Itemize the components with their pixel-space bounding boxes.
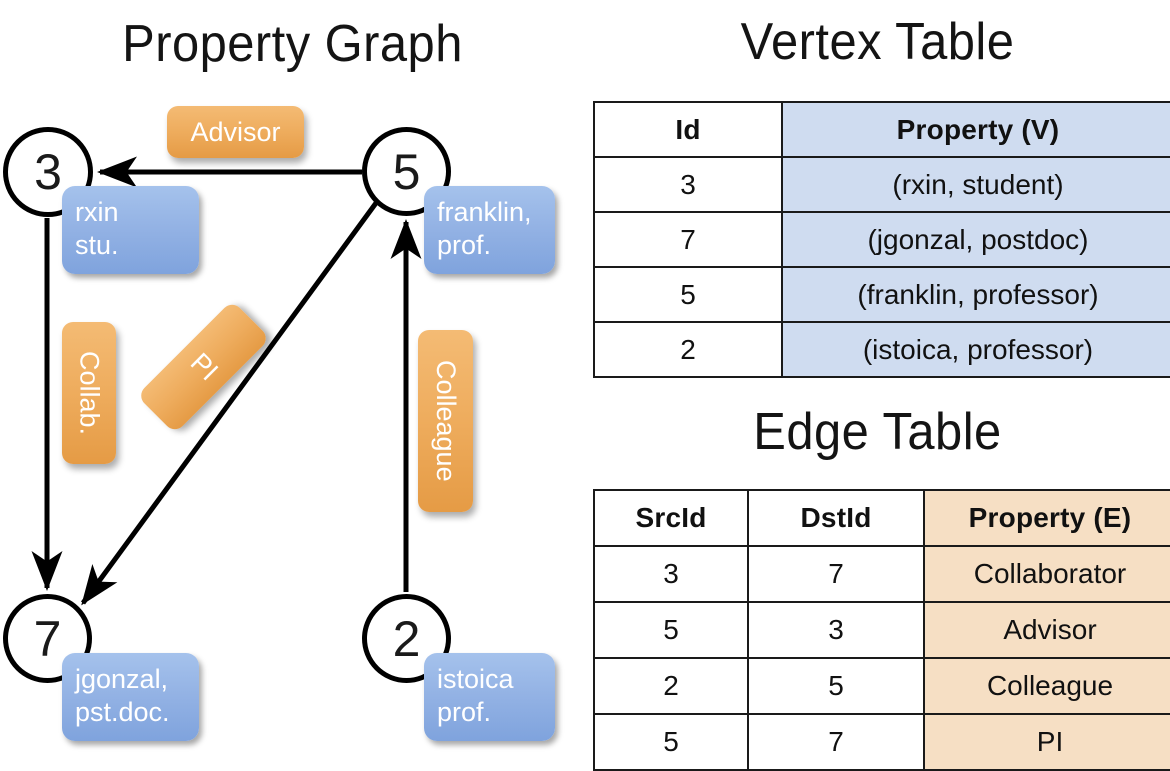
edge-row-2-dstid: 5 <box>747 657 925 715</box>
vertex-table-title: Vertex Table <box>740 13 1015 71</box>
edge-row-2-property: Colleague <box>923 657 1170 715</box>
vertex-row-0-id: 3 <box>593 156 783 213</box>
vertex-row-3-property: (istoica, professor) <box>781 321 1170 378</box>
edge-row-3-property: PI <box>923 713 1170 771</box>
vertex-row-1-id: 7 <box>593 211 783 268</box>
edge-table-title: Edge Table <box>753 403 1002 461</box>
edge-label-advisor: Advisor <box>167 106 304 158</box>
edge-table-header-row: SrcId DstId Property (E) <box>593 489 1170 547</box>
edge-table-col-dstid: DstId <box>747 489 925 547</box>
graph-node-2-label: 2 <box>392 610 421 667</box>
edge-row-3-srcid: 5 <box>593 713 749 771</box>
vertex-row-0-property: (rxin, student) <box>781 156 1170 213</box>
edge-row-1-property: Advisor <box>923 601 1170 659</box>
edge-row-0-srcid: 3 <box>593 545 749 603</box>
edge-5-to-7 <box>80 201 379 606</box>
graph-node-5[interactable]: 5 <box>362 127 451 216</box>
table-row: 2 (istoica, professor) <box>593 321 1170 378</box>
edge-table: SrcId DstId Property (E) 3 7 Collaborato… <box>593 489 1170 771</box>
table-row: 5 (franklin, professor) <box>593 266 1170 323</box>
vertex-table-col-property: Property (V) <box>781 101 1170 158</box>
edge-row-1-dstid: 3 <box>747 601 925 659</box>
vertex-row-3-id: 2 <box>593 321 783 378</box>
table-row: 7 (jgonzal, postdoc) <box>593 211 1170 268</box>
table-row: 3 (rxin, student) <box>593 156 1170 213</box>
graph-edges-layer <box>31 156 422 606</box>
vertex-property-box-3: rxin stu. <box>62 186 199 274</box>
edge-row-2-srcid: 2 <box>593 657 749 715</box>
graph-node-3-label: 3 <box>34 144 62 200</box>
edge-row-1-srcid: 5 <box>593 601 749 659</box>
edge-label-colleague: Colleague <box>418 330 473 512</box>
vertex-table-header-row: Id Property (V) <box>593 101 1170 158</box>
table-row: 5 3 Advisor <box>593 601 1170 659</box>
edge-row-0-property: Collaborator <box>923 545 1170 603</box>
vertex-table: Id Property (V) 3 (rxin, student) 7 (jgo… <box>593 101 1170 378</box>
vertex-property-box-5: franklin, prof. <box>424 186 555 274</box>
edge-label-advisor-text: Advisor <box>190 116 281 147</box>
vertex-table-col-id: Id <box>593 101 783 158</box>
vertex-row-1-property: (jgonzal, postdoc) <box>781 211 1170 268</box>
edge-row-3-dstid: 7 <box>747 713 925 771</box>
edge-table-col-srcid: SrcId <box>593 489 749 547</box>
graph-node-2[interactable]: 2 <box>362 594 451 683</box>
edge-label-collab: Collab. <box>62 322 116 464</box>
vertex-row-2-id: 5 <box>593 266 783 323</box>
graph-node-5-label: 5 <box>392 143 421 200</box>
edge-label-collab-text: Collab. <box>74 350 105 436</box>
edge-table-col-property: Property (E) <box>923 489 1170 547</box>
vertex-property-box-2: istoica prof. <box>424 653 555 741</box>
graph-node-7-label: 7 <box>33 610 62 667</box>
table-row: 3 7 Collaborator <box>593 545 1170 603</box>
vertex-row-2-property: (franklin, professor) <box>781 266 1170 323</box>
property-graph-title: Property Graph <box>122 15 463 73</box>
property-graph-panel: Property Graph Advisor Collab. PI Collea… <box>0 0 585 760</box>
table-row: 2 5 Colleague <box>593 657 1170 715</box>
edge-row-0-dstid: 7 <box>747 545 925 603</box>
table-row: 5 7 PI <box>593 713 1170 771</box>
vertex-property-box-7: jgonzal, pst.doc. <box>62 653 199 741</box>
edge-label-colleague-text: Colleague <box>431 360 461 482</box>
edge-label-pi-text: PI <box>184 347 224 387</box>
